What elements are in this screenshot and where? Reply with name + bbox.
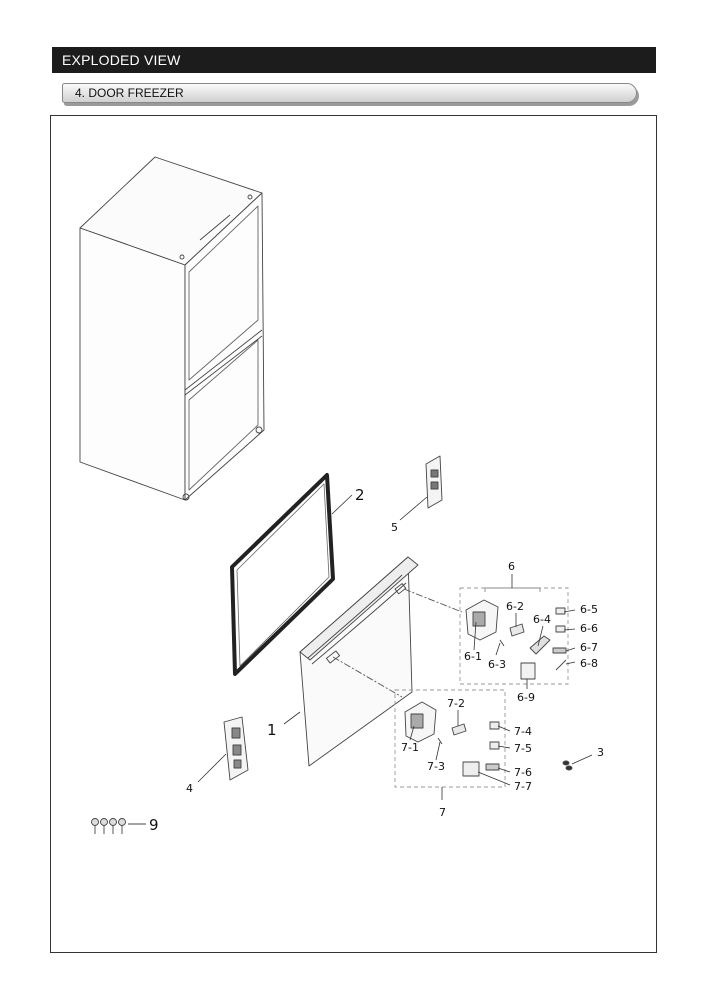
callout-2: 2	[355, 486, 365, 504]
callout-7-4: 7-4	[514, 725, 532, 738]
callout-5: 5	[391, 521, 398, 534]
callout-7-6: 7-6	[514, 766, 532, 779]
callout-7-7: 7-7	[514, 780, 532, 793]
section-heading: 4. DOOR FREEZER	[62, 83, 637, 103]
callout-6-2: 6-2	[506, 600, 524, 613]
callout-6-1: 6-1	[464, 650, 482, 663]
callout-1: 1	[267, 721, 277, 739]
callout-6-4: 6-4	[533, 613, 551, 626]
callout-7-2: 7-2	[447, 697, 465, 710]
page-title: EXPLODED VIEW	[52, 47, 656, 73]
handle-assembly-7	[394, 689, 506, 788]
callout-7-5: 7-5	[514, 742, 532, 755]
callout-6-8: 6-8	[580, 657, 598, 670]
lower-hinge-bracket	[223, 716, 249, 781]
callout-6-9: 6-9	[517, 691, 535, 704]
callout-6-7: 6-7	[580, 641, 598, 654]
diagram-frame	[50, 115, 657, 953]
refrigerator-cabinet	[79, 156, 265, 501]
screws	[562, 760, 573, 771]
callout-7: 7	[439, 806, 446, 819]
handle-assembly-6	[459, 587, 569, 685]
callout-7-1: 7-1	[401, 741, 419, 754]
callout-6-3: 6-3	[488, 658, 506, 671]
callout-6: 6	[508, 560, 515, 573]
door-gasket	[230, 473, 335, 676]
callout-9: 9	[149, 816, 159, 834]
callout-3: 3	[597, 746, 604, 759]
upper-hinge-bracket	[425, 455, 443, 509]
callout-6-6: 6-6	[580, 622, 598, 635]
callout-4: 4	[186, 782, 193, 795]
bolts	[91, 818, 146, 834]
callout-7-3: 7-3	[427, 760, 445, 773]
callout-6-5: 6-5	[580, 603, 598, 616]
freezer-door	[299, 556, 419, 767]
